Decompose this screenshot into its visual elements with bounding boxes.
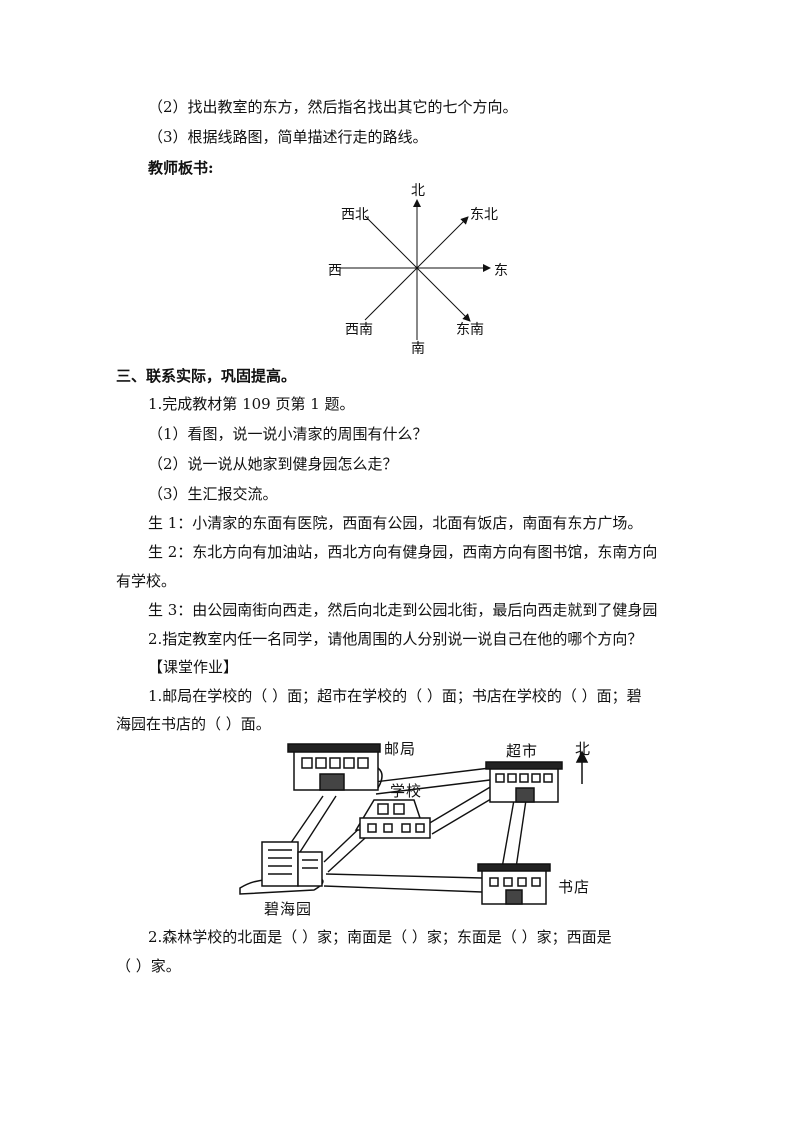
section3-line-7: 有学校。	[116, 572, 177, 590]
compass-diagram: 北 东北 东 东南 南 西南 西 西北	[320, 178, 530, 358]
label-west: 西	[328, 263, 342, 279]
section3-line-4: （3）生汇报交流。	[148, 485, 278, 503]
label-southwest: 西南	[345, 322, 373, 338]
map-label-north: 北	[575, 740, 592, 758]
section3-line-2: （1）看图，说一说小清家的周围有什么？	[148, 425, 428, 443]
road-supermarket-bookstore	[501, 799, 527, 869]
school-building	[354, 799, 431, 839]
post-office-building	[287, 743, 383, 791]
bihaiyuan-building	[239, 841, 324, 895]
arrow-northwest	[364, 215, 418, 269]
section3-line-9: 2.指定教室内任一名同学，请他周围的人分别说一说自己在他的哪个方向？	[148, 630, 643, 648]
map-label-bihaiyuan: 碧海园	[264, 900, 313, 918]
arrow-northeast	[416, 216, 469, 269]
homework-q1-line-1: 1.邮局在学校的（ ）面；超市在学校的（ ）面；书店在学校的（ ）面；碧	[148, 687, 642, 705]
label-south: 南	[411, 341, 425, 357]
arrow-southeast	[416, 267, 471, 322]
board-title: 教师板书:	[148, 159, 214, 177]
label-east: 东	[494, 263, 508, 279]
section3-line-3: （2）说一说从她家到健身园怎么走？	[148, 455, 398, 473]
homework-q2-line-2: （ ）家。	[116, 957, 181, 975]
map-label-bookstore: 书店	[558, 878, 591, 896]
road-supermarket-school	[427, 785, 497, 835]
section3-line-1: 1.完成教材第 109 页第 1 题。	[148, 395, 355, 413]
location-map: 邮局 超市 北 学校 书店 碧海园	[228, 738, 608, 920]
intro-step-2: （2）找出教室的东方，然后指名找出其它的七个方向。	[148, 98, 518, 116]
supermarket-building	[485, 761, 563, 803]
section3-line-6: 生 2：东北方向有加油站，西北方向有健身园，西南方向有图书馆，东南方向	[148, 543, 658, 561]
map-drawing	[239, 743, 589, 905]
homework-q2-line-1: 2.森林学校的北面是（ ）家；南面是（ ）家；东面是（ ）家；西面是	[148, 928, 612, 946]
intro-step-3: （3）根据线路图，简单描述行走的路线。	[148, 128, 428, 146]
label-northeast: 东北	[470, 207, 498, 223]
homework-title: 【课堂作业】	[148, 658, 239, 676]
label-north: 北	[411, 183, 425, 199]
label-southeast: 东南	[456, 322, 484, 338]
north-arrow-icon	[575, 750, 589, 784]
road-bihaiyuan-bookstore	[323, 873, 483, 893]
arrow-southwest	[364, 267, 418, 321]
map-label-supermarket: 超市	[506, 742, 539, 760]
label-northwest: 西北	[341, 207, 369, 223]
road-post-bihaiyuan	[285, 795, 337, 853]
section3-title: 三、联系实际，巩固提高。	[116, 367, 297, 385]
homework-q1-line-2: 海园在书店的（ ）面。	[116, 715, 271, 733]
map-label-school: 学校	[390, 782, 423, 800]
road-post-supermarket	[373, 767, 491, 795]
map-label-post-office: 邮局	[384, 740, 417, 758]
section3-line-5: 生 1：小清家的东面有医院，西面有公园，北面有饭店，南面有东方广场。	[148, 514, 643, 532]
bookstore-building	[477, 863, 551, 905]
compass-arrows	[340, 199, 491, 340]
section3-line-8: 生 3：由公园南街向西走，然后向北走到公园北街，最后向西走就到了健身园	[148, 601, 658, 619]
